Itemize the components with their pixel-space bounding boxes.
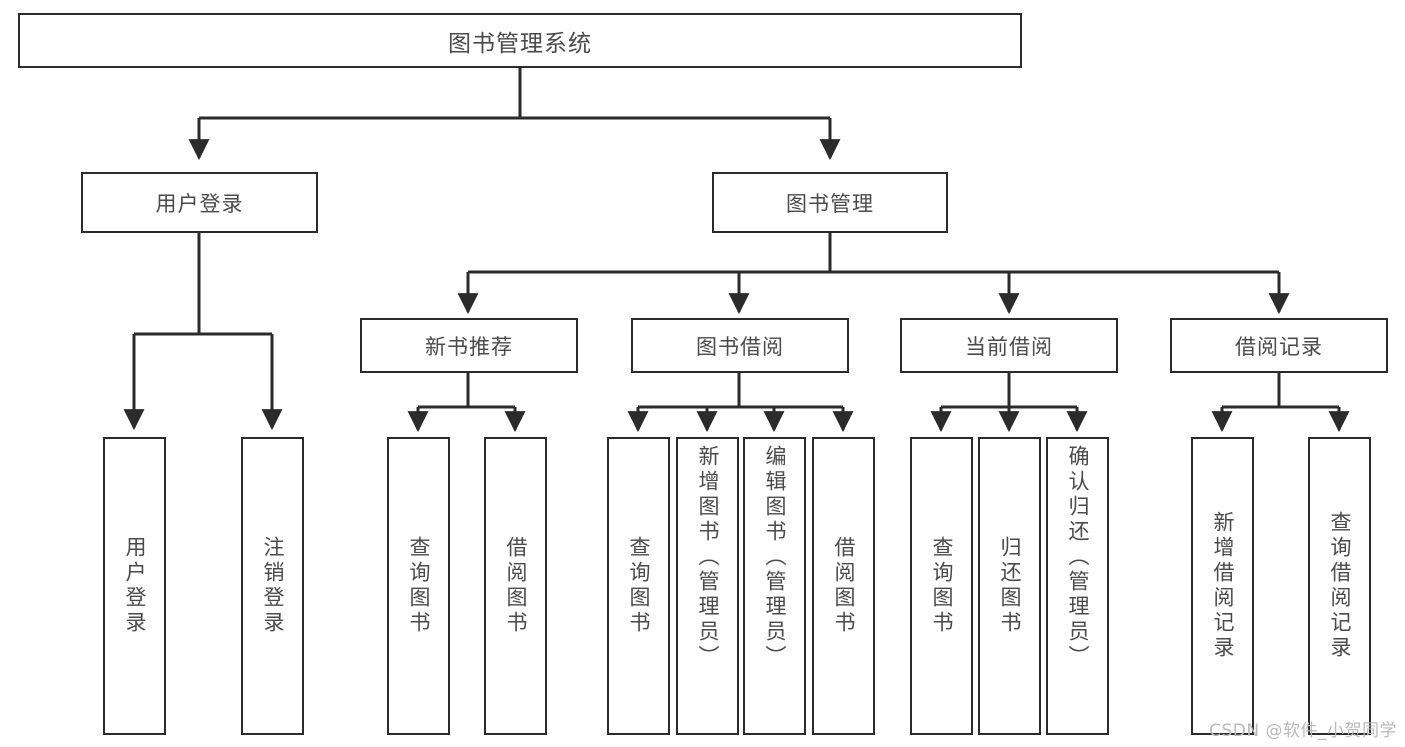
leaf-edit-book-label: 编辑图书（管理员） xyxy=(763,445,787,670)
leaf-query-book-3-label: 查询图书 xyxy=(930,536,954,636)
leaf-query-book-2[interactable]: 查询图书 xyxy=(607,437,670,735)
leaf-user-login[interactable]: 用户登录 xyxy=(103,437,166,735)
leaf-query-book-1-label: 查询图书 xyxy=(407,536,431,636)
leaf-add-record-label: 新增借阅记录 xyxy=(1211,511,1235,661)
watermark: CSDN @软件_小贺同学 xyxy=(1209,721,1397,741)
node-new-book-recommend-label: 新书推荐 xyxy=(425,334,513,359)
leaf-confirm-return[interactable]: 确认归还（管理员） xyxy=(1046,437,1109,735)
node-current-borrow[interactable]: 当前借阅 xyxy=(900,318,1118,373)
leaf-logout-login-label: 注销登录 xyxy=(261,536,285,636)
node-user-login-label: 用户登录 xyxy=(155,191,244,216)
leaf-borrow-book-1[interactable]: 借阅图书 xyxy=(484,437,547,735)
node-new-book-recommend[interactable]: 新书推荐 xyxy=(360,318,578,373)
node-book-manage-label: 图书管理 xyxy=(786,191,874,216)
node-book-manage[interactable]: 图书管理 xyxy=(712,172,948,233)
leaf-borrow-book-2-label: 借阅图书 xyxy=(832,536,856,636)
leaf-add-book[interactable]: 新增图书（管理员） xyxy=(676,437,739,735)
leaf-borrow-book-2[interactable]: 借阅图书 xyxy=(812,437,875,735)
node-borrow-record-label: 借阅记录 xyxy=(1235,334,1323,359)
leaf-query-book-1[interactable]: 查询图书 xyxy=(387,437,450,735)
leaf-borrow-book-1-label: 借阅图书 xyxy=(504,536,528,636)
node-root-system[interactable]: 图书管理系统 xyxy=(18,13,1022,68)
leaf-query-record[interactable]: 查询借阅记录 xyxy=(1308,437,1371,735)
node-borrow-record[interactable]: 借阅记录 xyxy=(1170,318,1388,373)
leaf-confirm-return-label: 确认归还（管理员） xyxy=(1066,445,1090,670)
node-current-borrow-label: 当前借阅 xyxy=(965,334,1053,359)
node-user-login[interactable]: 用户登录 xyxy=(81,172,318,233)
leaf-add-record[interactable]: 新增借阅记录 xyxy=(1191,437,1254,735)
leaf-return-book[interactable]: 归还图书 xyxy=(978,437,1041,735)
leaf-logout-login[interactable]: 注销登录 xyxy=(241,437,304,735)
leaf-query-book-2-label: 查询图书 xyxy=(627,536,651,636)
leaf-query-record-label: 查询借阅记录 xyxy=(1328,511,1352,661)
leaf-query-book-3[interactable]: 查询图书 xyxy=(910,437,973,735)
node-book-borrow-label: 图书借阅 xyxy=(696,334,784,359)
node-root-label: 图书管理系统 xyxy=(448,30,592,57)
leaf-edit-book[interactable]: 编辑图书（管理员） xyxy=(743,437,806,735)
node-book-borrow[interactable]: 图书借阅 xyxy=(631,318,849,373)
leaf-return-book-label: 归还图书 xyxy=(998,536,1022,636)
leaf-user-login-label: 用户登录 xyxy=(123,536,147,636)
leaf-add-book-label: 新增图书（管理员） xyxy=(696,445,720,670)
